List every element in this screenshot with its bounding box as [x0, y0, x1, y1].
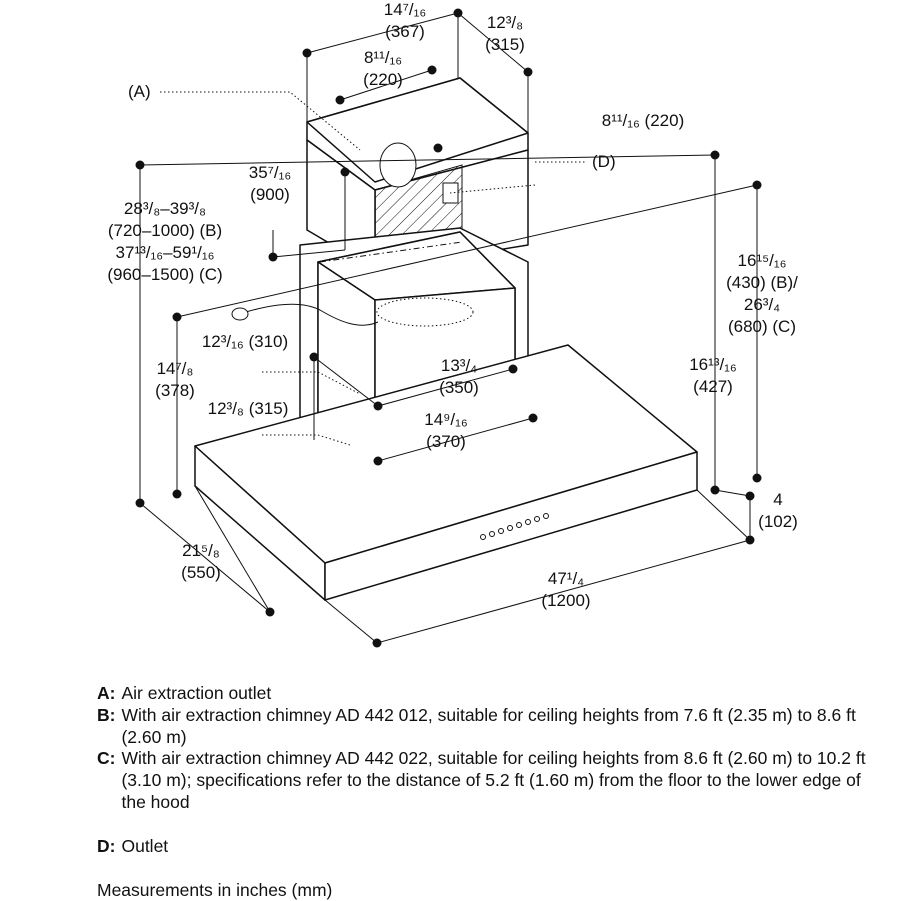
right-height-c-inches: 26³/₄ — [744, 295, 780, 314]
right-height-c-mm: (680) (C) — [728, 317, 796, 336]
air-outlet-opening — [379, 142, 417, 188]
top-depth-inches: 14⁷/₁₆ — [384, 0, 426, 19]
chimney-depth-mm: (370) — [426, 432, 466, 451]
legend-text: Air extraction outlet — [121, 683, 272, 703]
right-height-b-mm: (430) (B)/ — [726, 273, 798, 292]
top-width-mm: (220) — [363, 70, 403, 89]
hood-width-mm: (1200) — [541, 591, 590, 610]
legend: A: Air extraction outlet B: With air ext… — [97, 683, 887, 901]
chimney-offset-inches: 35⁷/₁₆ — [249, 163, 291, 182]
inner-height-mm: (427) — [693, 377, 733, 396]
top-width-inches: 8¹¹/₁₆ — [364, 48, 402, 67]
measurement-footnote: Measurements in inches (mm) — [97, 879, 333, 900]
callout-d: (D) — [592, 152, 616, 171]
legend-key: B: — [97, 704, 116, 725]
legend-item-a: A: Air extraction outlet — [97, 683, 887, 705]
hood-outline — [194, 77, 698, 601]
legend-item-c: C: With air extraction chimney AD 442 02… — [97, 748, 887, 813]
dimension-labels: 14⁷/₁₆ (367) 12³/₈ (315) 8¹¹/₁₆ (220) (A… — [107, 0, 798, 610]
outlet-offset-dimension: 8¹¹/₁₆ (220) — [602, 111, 685, 130]
legend-item-b: B: With air extraction chimney AD 442 01… — [97, 705, 887, 749]
range-b-mm: (720–1000) (B) — [108, 221, 222, 240]
legend-text: With air extraction chimney AD 442 012, … — [121, 704, 856, 747]
chimney-width-mm: (350) — [439, 378, 479, 397]
power-plug — [231, 307, 249, 321]
left-height-mm: (378) — [155, 381, 195, 400]
top-depth-mm: (367) — [385, 22, 425, 41]
hood-height-mm: (102) — [758, 512, 798, 531]
top-side-mm: (315) — [485, 35, 525, 54]
top-side-inches: 12³/₈ — [487, 13, 523, 32]
hood-dimension-drawing: 14⁷/₁₆ (367) 12³/₈ (315) 8¹¹/₁₆ (220) (A… — [107, 0, 798, 648]
range-c-inches: 37¹³/₁₆–59¹/₁₆ — [116, 243, 215, 262]
chimney-offset-mm: (900) — [250, 185, 290, 204]
hood-depth-inches: 21⁵/₈ — [182, 541, 220, 560]
cable-dimension: 12³/₁₆ (310) — [202, 332, 288, 351]
control-buttons — [480, 513, 549, 540]
legend-text: With air extraction chimney AD 442 022, … — [121, 748, 866, 812]
legend-key: D: — [97, 835, 116, 856]
hood-height-inches: 4 — [773, 490, 782, 509]
chimney-depth-inches: 14⁹/₁₆ — [424, 410, 468, 429]
power-cable — [245, 303, 379, 326]
range-c-mm: (960–1500) (C) — [107, 265, 222, 284]
legend-item-d: D: Outlet — [97, 836, 887, 858]
legend-key: A: — [97, 683, 116, 703]
left-height-inches: 14⁷/₈ — [157, 359, 194, 378]
callout-a: (A) — [128, 82, 151, 101]
hood-depth-mm: (550) — [181, 563, 221, 582]
chimney-width-inches: 13³/₄ — [441, 356, 477, 375]
inner-height-inches: 16¹³/₁₆ — [689, 355, 737, 374]
hood-width-inches: 47¹/₄ — [548, 569, 584, 588]
dimension-points — [135, 8, 762, 648]
dimension-lines — [139, 12, 758, 644]
lower-offset-dimension: 12³/₈ (315) — [208, 399, 289, 418]
legend-text: Outlet — [121, 835, 169, 856]
range-b-inches: 28³/₈–39³/₈ — [124, 199, 206, 218]
right-height-b-inches: 16¹⁵/₁₆ — [738, 251, 787, 270]
legend-key: C: — [97, 748, 116, 769]
